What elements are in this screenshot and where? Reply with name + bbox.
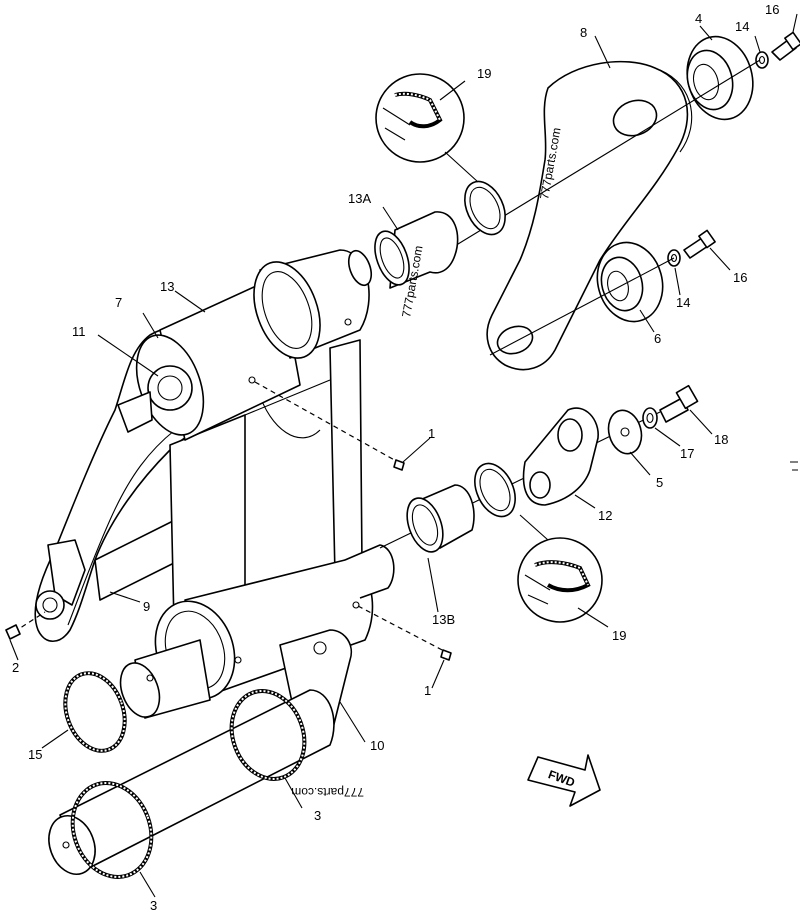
callout-14-upper: 14 [735, 19, 749, 34]
bolt-part-2 [5, 624, 21, 640]
callout-14-lower: 14 [676, 295, 690, 310]
washer-part-4 [686, 35, 754, 121]
callout-7: 7 [115, 295, 122, 310]
callout-9: 9 [143, 599, 150, 614]
callout-13B: 13B [432, 612, 455, 627]
callout-15: 15 [28, 747, 42, 762]
fwd-arrow: FWD [527, 754, 601, 807]
oring-part-3-lower [70, 781, 154, 879]
seal-detail-lower [517, 537, 603, 623]
bolt-part-1-upper [393, 459, 405, 471]
oring-part-15 [63, 671, 127, 753]
washer-part-17 [642, 407, 658, 429]
seal-ring-part-19-lower [474, 462, 516, 518]
watermark-lower: 777parts.com [291, 785, 364, 799]
callout-11: 11 [72, 324, 86, 339]
callout-3-lower: 3 [150, 898, 157, 913]
callout-4: 4 [695, 11, 702, 26]
bolt-part-16-lower [683, 229, 716, 259]
leader-lines [9, 13, 798, 898]
seal-detail-upper [375, 73, 465, 163]
pin-part-3 [48, 689, 335, 875]
bolt-part-16-upper [771, 31, 800, 61]
oring-part-3-middle [229, 689, 307, 781]
seal-ring-part-19-upper [464, 180, 506, 236]
callout-1-upper: 1 [428, 426, 435, 441]
callout-8: 8 [580, 25, 587, 40]
callout-labels: 1 1 2 3 3 4 5 6 7 8 9 10 11 12 13 13A 13… [12, 2, 779, 913]
callout-13A: 13A [348, 191, 371, 206]
callout-3-middle: 3 [314, 808, 321, 823]
link-part-8 [486, 60, 693, 371]
plate-part-12 [522, 407, 599, 506]
callout-13: 13 [160, 279, 174, 294]
callout-19-upper: 19 [477, 66, 491, 81]
callout-16-lower: 16 [733, 270, 747, 285]
washer-part-14-upper [755, 51, 769, 69]
callout-2: 2 [12, 660, 19, 675]
washer-part-6 [596, 241, 664, 323]
callout-18: 18 [714, 432, 728, 447]
upper-shaft [248, 249, 373, 384]
washer-part-5 [607, 409, 643, 455]
callout-16-upper: 16 [765, 2, 779, 17]
callout-5: 5 [656, 475, 663, 490]
callout-17: 17 [680, 446, 694, 461]
bushing-part-13B [406, 484, 475, 553]
pin-short [119, 639, 211, 719]
callout-10: 10 [370, 738, 384, 753]
bolt-part-18 [659, 384, 699, 423]
bushing-part-13A [374, 211, 459, 289]
callout-6: 6 [654, 331, 661, 346]
callout-1-lower: 1 [424, 683, 431, 698]
bolt-part-1-lower [440, 649, 452, 661]
callout-19-lower: 19 [612, 628, 626, 643]
callout-12: 12 [598, 508, 612, 523]
